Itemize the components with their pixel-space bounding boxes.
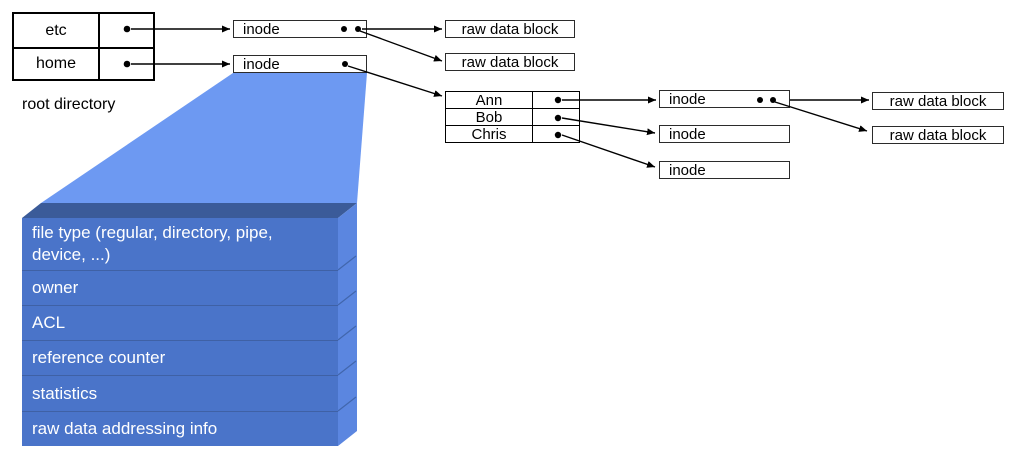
raw-data-block-box: raw data block — [872, 92, 1004, 110]
inode-structure-side-bevel — [338, 203, 357, 446]
side-bevel-divider — [337, 360, 357, 376]
inode-field-acl: ACL — [22, 305, 338, 340]
raw-data-block-box: raw data block — [445, 53, 575, 71]
inode-box-bob: inode — [659, 125, 790, 143]
side-bevel-divider — [337, 255, 357, 271]
inode-field-statistics: statistics — [22, 375, 338, 411]
entry-name: Bob — [446, 109, 533, 125]
inode-box-chris: inode — [659, 161, 790, 179]
pointer-cell — [533, 126, 579, 142]
home-directory-table: Ann Bob Chris — [445, 91, 580, 143]
entry-name: Ann — [446, 92, 533, 108]
inode-structure-top-bevel — [22, 203, 357, 218]
entry-name: home — [14, 49, 100, 79]
root-directory-table: etc home — [12, 12, 155, 81]
inode-box-ann: inode — [659, 90, 790, 108]
inode-field-owner: owner — [22, 270, 338, 305]
side-bevel-divider — [337, 396, 357, 412]
raw-data-block-box: raw data block — [872, 126, 1004, 144]
raw-data-block-box: raw data block — [445, 20, 575, 38]
inode-zoom-funnel — [41, 73, 367, 203]
inode-structure-box: file type (regular, directory, pipe, dev… — [22, 218, 338, 446]
directory-entry-chris: Chris — [446, 125, 579, 142]
root-directory-caption: root directory — [22, 96, 116, 113]
entry-name: Chris — [446, 126, 533, 142]
inode-field-file-type: file type (regular, directory, pipe, dev… — [32, 223, 273, 264]
pointer-cell — [100, 14, 153, 47]
inode-box-etc: inode — [233, 20, 367, 38]
pointer-cell — [533, 109, 579, 125]
pointer-cell — [533, 92, 579, 108]
directory-entry-home: home — [14, 47, 153, 79]
directory-entry-etc: etc — [14, 14, 153, 47]
pointer-cell — [100, 49, 153, 79]
entry-name: etc — [14, 14, 100, 47]
side-bevel-divider — [337, 325, 357, 341]
directory-entry-bob: Bob — [446, 108, 579, 125]
inode-field-reference-counter: reference counter — [22, 340, 338, 375]
inode-field-raw-data-addressing: raw data addressing info — [22, 411, 338, 446]
directory-entry-ann: Ann — [446, 92, 579, 108]
side-bevel-divider — [337, 290, 357, 306]
inode-box-home: inode — [233, 55, 367, 73]
